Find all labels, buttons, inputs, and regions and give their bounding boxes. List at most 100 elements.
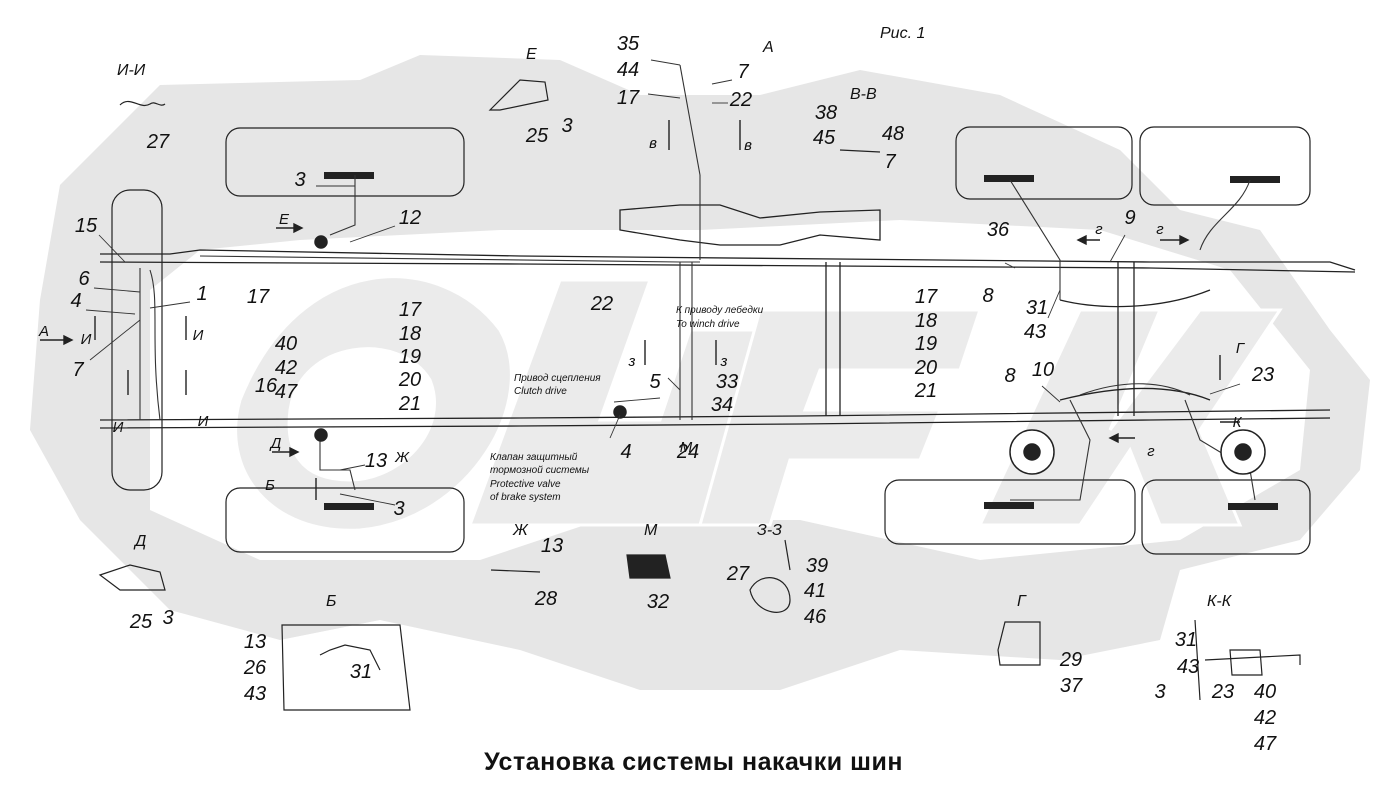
note-winch-ru: К приводу лебедки: [676, 304, 764, 316]
section-mark: И: [113, 419, 124, 436]
callout-number: 45: [813, 127, 836, 149]
section-mark: Г: [1236, 340, 1246, 357]
section-mark: в: [649, 135, 657, 152]
callout-number: 8: [1004, 365, 1015, 387]
callout-number: 17: [247, 286, 270, 308]
section-mark: И: [81, 331, 92, 348]
callout-number: 43: [244, 683, 266, 705]
callout-number: 13: [541, 535, 563, 557]
callout-number: 23: [1211, 681, 1234, 703]
section-mark: Д: [269, 435, 282, 452]
view-title-m: М: [644, 522, 658, 539]
callout-number: 47: [1254, 733, 1277, 755]
callout-number: 21: [398, 393, 421, 415]
callout-number: 40: [275, 333, 297, 355]
view-title-e: Е: [526, 46, 537, 63]
callout-number: 4: [620, 441, 631, 463]
figure-caption: Установка системы накачки шин: [484, 748, 903, 776]
callout-number: 20: [398, 369, 421, 391]
view-title-a: А: [762, 39, 774, 56]
callout-number: 10: [1032, 359, 1054, 381]
callout-number: 22: [590, 293, 613, 315]
brake-chambers: [314, 235, 1266, 475]
callout-number: 25: [525, 125, 549, 147]
callout-number: 19: [915, 333, 937, 355]
callout-number: 24: [676, 441, 699, 463]
callout-number: 8: [982, 285, 993, 307]
section-mark: г: [1156, 221, 1164, 238]
logo-watermark: [234, 275, 1283, 532]
view-title-d: Д: [133, 533, 146, 550]
callout-number: 26: [243, 657, 267, 679]
callout-number: 7: [737, 61, 749, 83]
callout-number: 48: [882, 123, 904, 145]
callout-number: 16: [255, 375, 278, 397]
callout-number: 28: [534, 588, 557, 610]
callout-number: 15: [75, 215, 98, 237]
view-title-kk: К-К: [1207, 593, 1233, 610]
section-mark: Ж: [394, 449, 410, 466]
note-valve-en-2: of brake system: [490, 492, 561, 503]
section-mark: Е: [279, 211, 290, 228]
note-winch-en: To winch drive: [676, 319, 740, 330]
callout-number: 13: [365, 450, 387, 472]
wheel-outlines: [111, 126, 1311, 555]
view-title-zz: З-З: [757, 522, 782, 539]
callout-number: 36: [987, 219, 1010, 241]
callout-number: 27: [146, 131, 170, 153]
note-clutch-en: Clutch drive: [514, 386, 567, 397]
callout-number: 31: [350, 661, 372, 683]
section-mark: з: [628, 353, 636, 370]
callout-number: 7: [72, 359, 84, 381]
callout-number: 7: [884, 151, 896, 173]
callout-number: 18: [915, 310, 937, 332]
callout-number: 35: [617, 33, 640, 55]
view-title-ii: И-И: [117, 62, 146, 79]
callout-number: 41: [804, 580, 826, 602]
section-mark: в: [744, 137, 752, 154]
leader-lines: [85, 59, 1241, 506]
section-mark: г: [1147, 443, 1155, 460]
callout-number: 25: [129, 611, 153, 633]
section-mark: И: [198, 413, 209, 430]
callout-number: 34: [711, 394, 733, 416]
callout-number: 42: [1254, 707, 1276, 729]
callout-number: 37: [1060, 675, 1083, 697]
figure-label: Рис. 1: [880, 25, 925, 42]
callout-number: 18: [399, 323, 421, 345]
section-mark: Б: [265, 477, 275, 494]
callout-number: 1: [196, 283, 207, 305]
callout-number: 46: [804, 606, 827, 628]
callout-number: 17: [399, 299, 422, 321]
section-mark: г: [1095, 221, 1103, 238]
callout-number: 3: [393, 498, 404, 520]
detail-sketches: [98, 79, 1301, 711]
callout-number: 40: [1254, 681, 1276, 703]
callout-number: 47: [275, 381, 298, 403]
note-valve-ru-1: Клапан защитный: [490, 452, 578, 463]
callout-number: 31: [1026, 297, 1048, 319]
callout-number: 23: [1251, 364, 1274, 386]
callout-number: 31: [1175, 629, 1197, 651]
hub-caps: [324, 172, 1280, 510]
callout-number: 42: [275, 357, 297, 379]
note-valve-en-1: Protective valve: [490, 479, 561, 490]
view-title-zh: Ж: [512, 522, 529, 539]
note-valve-ru-2: тормозной системы: [490, 465, 590, 476]
callout-number: 3: [294, 169, 305, 191]
callout-number: 17: [617, 87, 640, 109]
gear-watermark: [30, 55, 1370, 690]
callout-number: 29: [1059, 649, 1082, 671]
section-arrows: [40, 120, 1240, 500]
view-title-b: Б: [326, 593, 336, 610]
callout-number: 4: [70, 290, 81, 312]
view-title-vv: В-В: [850, 86, 877, 103]
callout-number: 44: [617, 59, 639, 81]
callout-number: 43: [1177, 656, 1199, 678]
callout-number: 12: [399, 207, 421, 229]
callout-number: 6: [78, 268, 90, 290]
callout-number: 17: [915, 286, 938, 308]
callout-number: 5: [649, 371, 661, 393]
callout-number: 33: [716, 371, 738, 393]
